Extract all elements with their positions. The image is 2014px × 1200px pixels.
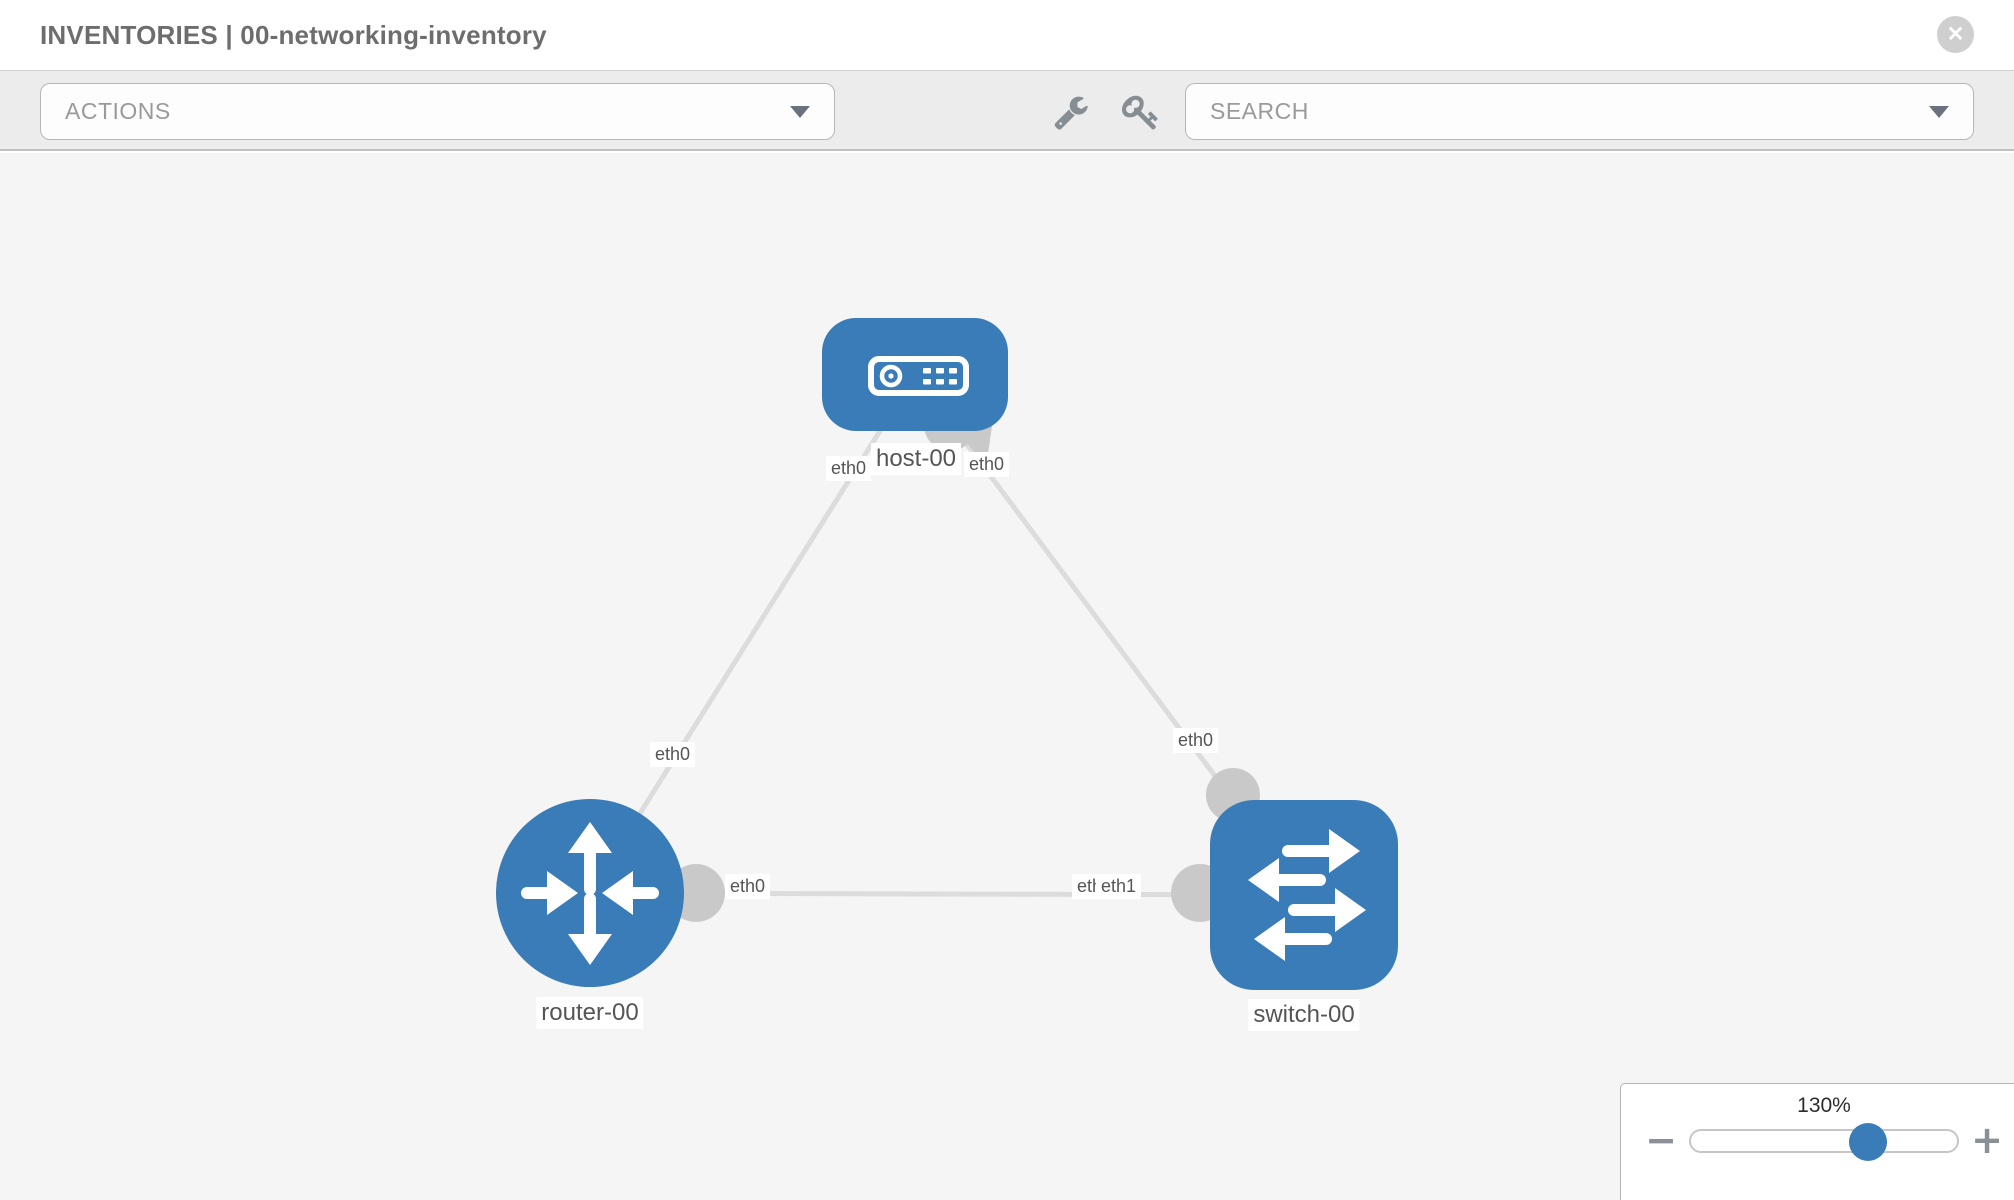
topology-canvas[interactable]: eth0 eth0 eth0 eth0 eth0 eth0 eth1 host-… [0, 153, 2014, 1200]
node-label-router: router-00 [536, 997, 644, 1029]
node-label-switch: switch-00 [1248, 999, 1360, 1031]
topology-graph [496, 318, 1398, 990]
search-input: SEARCH [1210, 98, 1309, 124]
zoom-in-button[interactable]: + [1967, 1120, 2007, 1160]
zoom-panel: 130% − + [1620, 1083, 2014, 1200]
page-title: INVENTORIES | 00-networking-inventory [40, 20, 547, 50]
interface-label: eth0 [1173, 728, 1219, 753]
server-icon [868, 356, 969, 396]
panel-header: INVENTORIES | 00-networking-inventory ✕ [0, 0, 2014, 70]
toolbar: ACTIONS SEARCH [0, 70, 2014, 151]
wrench-icon [1054, 96, 1088, 130]
key-icon [1122, 95, 1158, 130]
actions-dropdown[interactable]: ACTIONS [40, 83, 835, 140]
actions-dropdown-label: ACTIONS [65, 98, 171, 124]
zoom-level-value: 130% [1797, 1094, 1851, 1117]
chevron-down-icon [1929, 105, 1949, 118]
node-label-host: host-00 [870, 443, 962, 475]
interface-label: eth0 [964, 452, 1010, 477]
interface-label: eth0 [650, 742, 696, 767]
close-icon[interactable]: ✕ [1937, 16, 1974, 53]
interface-label: eth1 [1096, 874, 1142, 899]
router-icon [521, 822, 659, 965]
zoom-slider-thumb[interactable] [1849, 1123, 1887, 1161]
interface-label: eth0 [725, 874, 771, 899]
node-switch-00[interactable] [1210, 800, 1398, 990]
zoom-out-button[interactable]: − [1641, 1120, 1681, 1160]
search-dropdown[interactable]: SEARCH [1185, 83, 1974, 140]
configure-button[interactable] [1046, 87, 1096, 137]
node-host-00[interactable] [822, 318, 1008, 431]
switch-icon [1248, 829, 1366, 961]
zoom-slider[interactable] [1689, 1123, 1959, 1161]
node-router-00[interactable] [496, 799, 684, 987]
credentials-button[interactable] [1116, 87, 1166, 137]
interface-label: eth0 [826, 456, 872, 481]
chevron-down-icon [790, 105, 810, 118]
